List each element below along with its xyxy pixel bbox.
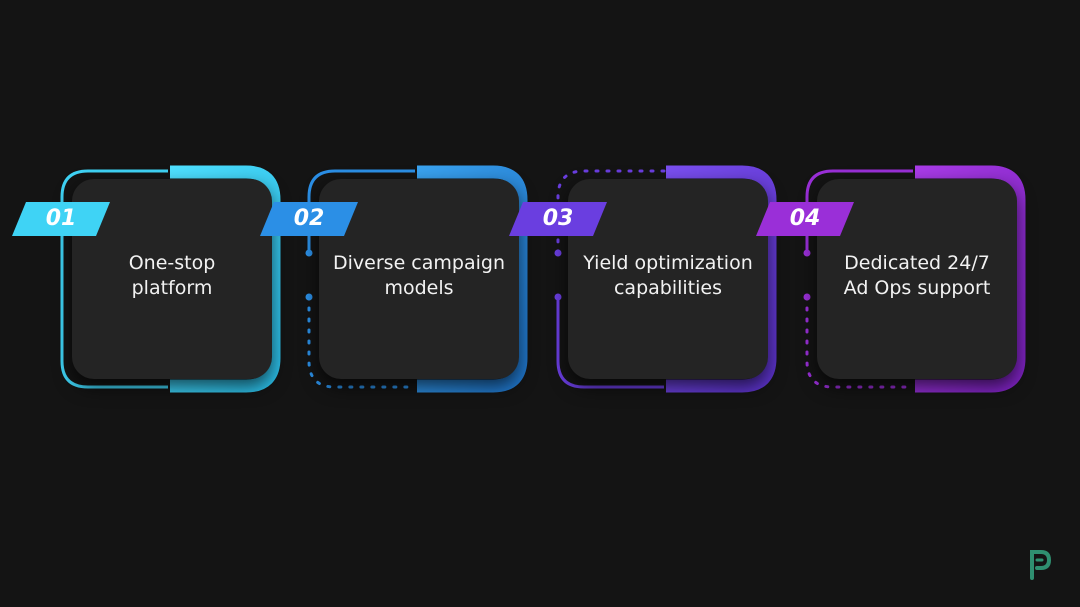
step-frame-1 [60, 165, 281, 393]
step-panel-4 [817, 179, 1017, 379]
step-label-1: One-stop platform [128, 252, 216, 299]
step-card-1: One-stop platform [58, 165, 288, 393]
step-card-2: Diverse campaign models [305, 165, 535, 393]
step-frame-2 [305, 165, 528, 393]
step-label-4: Dedicated 24/7 Ad Ops support [843, 252, 991, 299]
step-frame-4 [803, 165, 1026, 393]
step-card-3: Yield optimization capabilities [554, 165, 784, 393]
step-frame-3 [554, 165, 777, 393]
step-card-4: Dedicated 24/7 Ad Ops support [803, 165, 1033, 393]
step-number-badge-3: 03 [509, 202, 607, 236]
step-label-3: Yield optimization capabilities [583, 252, 753, 299]
step-number-badge-1: 01 [12, 202, 110, 236]
step-number-badge-2: 02 [260, 202, 358, 236]
step-number-badge-4: 04 [756, 202, 854, 236]
brand-logo-icon [1028, 548, 1052, 580]
step-label-2: Diverse campaign models [333, 252, 505, 299]
